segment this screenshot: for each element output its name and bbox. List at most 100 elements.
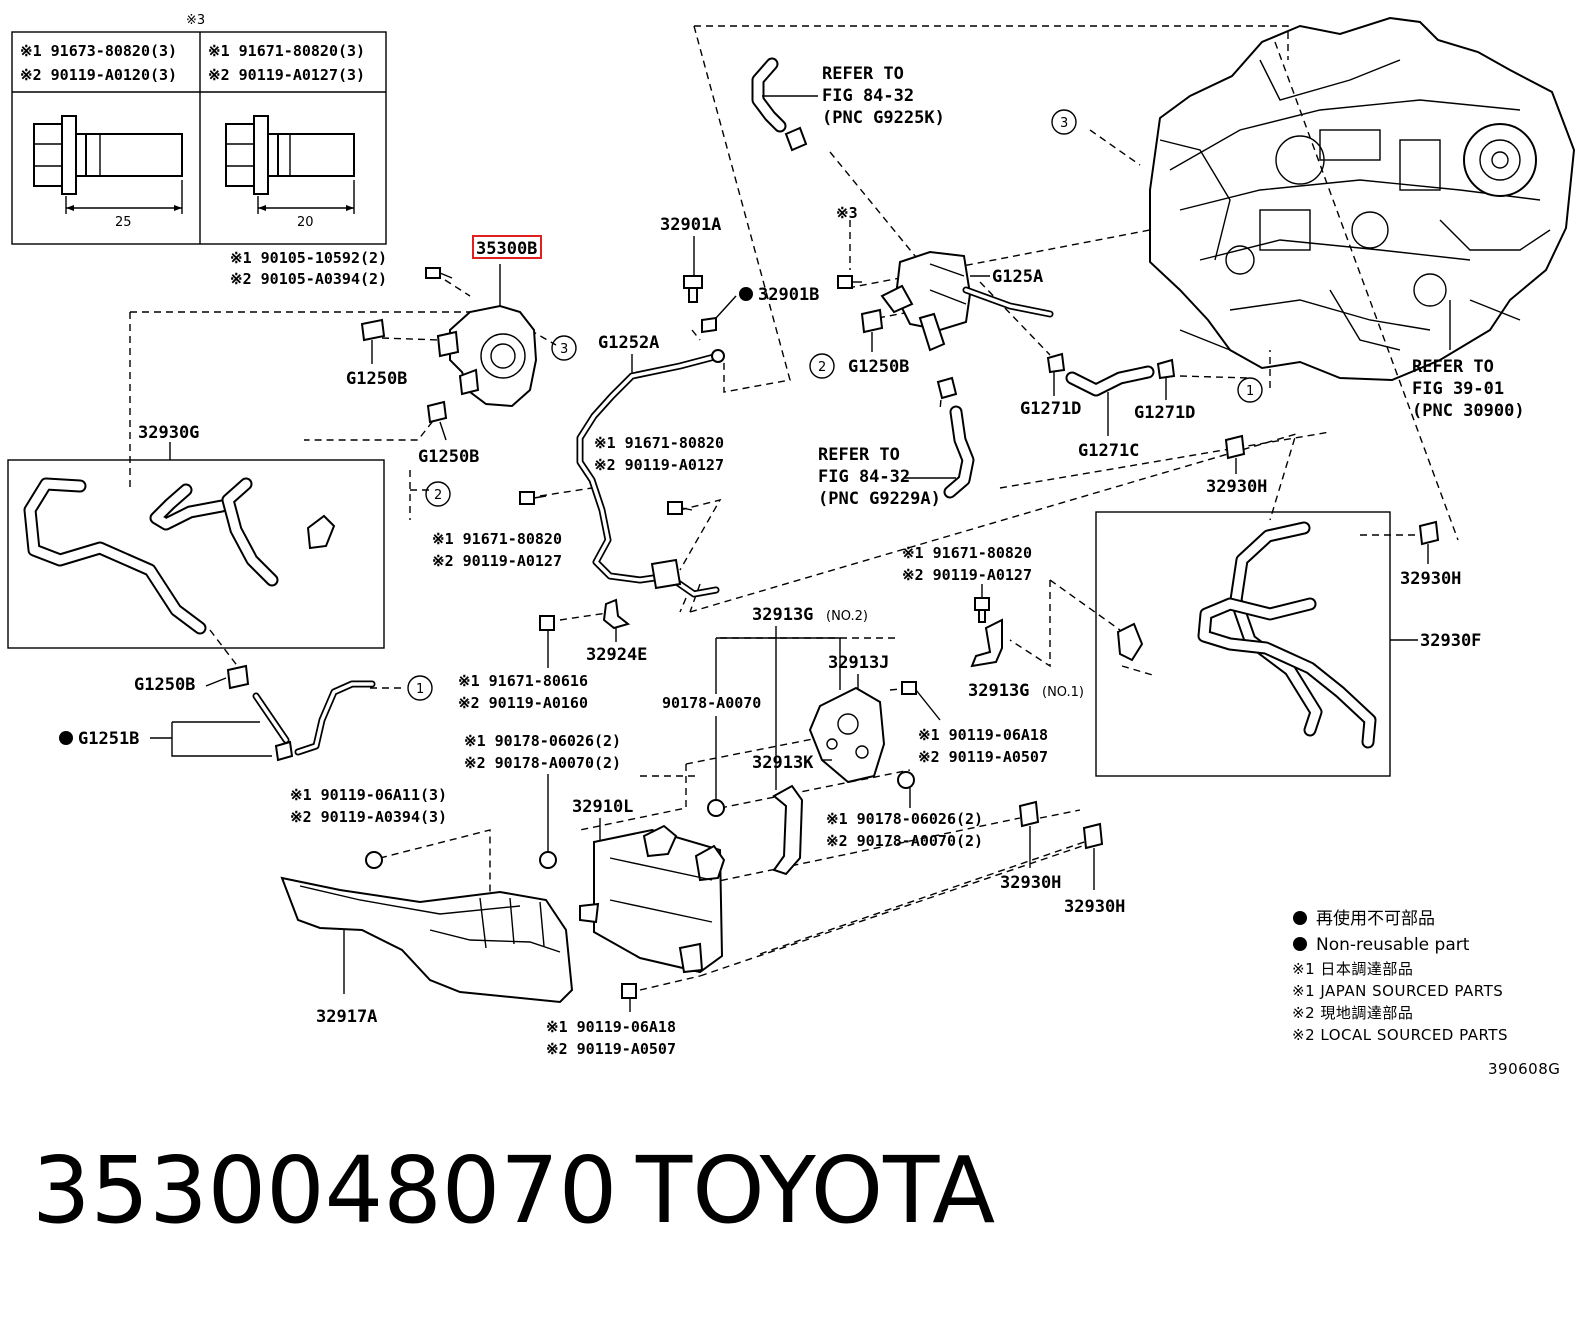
clip-g1250b-center: [860, 308, 884, 352]
table-left-length: 25: [115, 215, 132, 230]
label-pipe-bolt-l2: ※2 90119-A0127: [432, 552, 562, 570]
hose-g1251b: [252, 680, 376, 762]
callout-circle-2-center: 2: [809, 353, 835, 379]
nut-06026-right: [897, 771, 915, 808]
legend-japan-en: ※1 JAPAN SOURCED PARTS: [1292, 982, 1503, 1000]
label-g1250b-3: G1250B: [134, 675, 195, 695]
hose-32930f: [1116, 521, 1377, 749]
legend-nonreusable-jp: 再使用不可部品: [1316, 908, 1435, 929]
label-nut-06026-r1: ※1 90178-06026(2): [826, 810, 983, 828]
footer-part-number: 3530048070: [32, 1137, 617, 1244]
table-header-mark: ※3: [186, 13, 205, 28]
label-32901b: 32901B: [758, 285, 819, 305]
callout-circle-1-right: 1: [1237, 377, 1263, 403]
hose-ref-a: [751, 57, 818, 152]
label-32930g: 32930G: [138, 423, 199, 443]
callout-circle-2-left: 2: [425, 481, 451, 507]
ref-c-line1: REFER TO: [1412, 357, 1494, 377]
part-label-35300b: 35300B: [472, 235, 542, 259]
label-bolt-06a18-l2: ※2 90119-A0507: [546, 1040, 676, 1058]
clip-32930h-right: [1418, 520, 1440, 564]
table-left-line2: ※2 90119-A0120(3): [20, 66, 177, 84]
bolt-pipe-left: [519, 491, 547, 505]
label-32910l: 32910L: [572, 797, 633, 817]
label-32901a: 32901A: [660, 215, 721, 235]
label-no2: (NO.2): [826, 609, 868, 624]
label-nut-06026-r2: ※2 90178-A0070(2): [826, 832, 983, 850]
gasket-32901b: [701, 295, 737, 334]
legend-dot-jp: [1293, 911, 1307, 925]
svg-text:1: 1: [416, 682, 424, 697]
transaxle-assembly-illustration: [1149, 16, 1576, 382]
label-bolt-06a18-l1: ※1 90119-06A18: [546, 1018, 676, 1036]
label-32917a: 32917A: [316, 1007, 377, 1027]
label-pipe-bolt-r1: ※1 91671-80820: [594, 434, 724, 452]
nut-06026-left: [539, 774, 557, 869]
nut-06a11: [365, 851, 383, 869]
label-g1271d-1: G1271D: [1020, 399, 1081, 419]
label-g1271c: G1271C: [1078, 441, 1139, 461]
svg-text:1: 1: [1246, 384, 1254, 399]
ref-a-line2: FIG 84-32: [822, 86, 914, 106]
legend-local-jp: ※2 現地調達部品: [1292, 1004, 1413, 1022]
footer-brand: TOYOTA: [635, 1137, 995, 1244]
label-pipe-bolt-l1: ※1 91671-80820: [432, 530, 562, 548]
label-nut-06026-l2: ※2 90178-A0070(2): [464, 754, 621, 772]
ref-c-line2: FIG 39-01: [1412, 379, 1504, 399]
hose-group-32930f-frame: [1095, 511, 1391, 777]
label-32930h-3: 32930H: [1000, 873, 1061, 893]
ref-b-line3: (PNC G9229A): [818, 489, 941, 509]
label-35300b: 35300B: [476, 239, 537, 259]
bolt-32913g-no1: [974, 584, 990, 623]
bolt-25-icon: [33, 115, 183, 214]
callout-circle-1-left: 1: [407, 675, 433, 701]
label-32930h-4: 32930H: [1064, 897, 1125, 917]
label-32913k: 32913K: [752, 753, 814, 773]
label-32930h-2: 32930H: [1400, 569, 1461, 589]
svg-text:2: 2: [434, 488, 442, 503]
bolt-32924e: [539, 615, 555, 668]
hose-g1271c: [1046, 352, 1176, 397]
bolt-pipe-right: [667, 501, 693, 515]
clip-32930h-lower-a: [1018, 800, 1040, 868]
clip-g1250b-top: [360, 318, 386, 364]
coolant-inlet-g125a: [880, 250, 1054, 352]
label-g1251b: G1251B: [78, 729, 139, 749]
clip-32930h-top: [1224, 434, 1246, 474]
clip-g1250b-lower: [226, 664, 250, 690]
ref-a-line3: (PNC G9225K): [822, 108, 945, 128]
label-g1250b-2: G1250B: [418, 447, 479, 467]
table-frame: [11, 31, 387, 245]
table-right-line1: ※1 91671-80820(3): [208, 42, 365, 60]
hose-32930g: [23, 477, 336, 635]
label-pump-bolt-1: ※1 90105-10592(2): [230, 249, 387, 267]
highlight-box: [472, 235, 542, 259]
clamp-32924e: [602, 598, 631, 642]
label-bolt-06a11-1: ※1 90119-06A11(3): [290, 786, 447, 804]
label-bolt-06a18-u2: ※2 90119-A0507: [918, 748, 1048, 766]
label-32930h-1: 32930H: [1206, 477, 1267, 497]
label-pipe-bolt-r2: ※2 90119-A0127: [594, 456, 724, 474]
leader-32913g-no2: [716, 637, 841, 690]
label-g1271d-2: G1271D: [1134, 403, 1195, 423]
hose-ref-b: [936, 376, 975, 499]
leader-lines: [129, 25, 1459, 991]
bolt-32901a: [683, 275, 703, 303]
table-right-length: 20: [297, 215, 314, 230]
pipe-g1252a: [576, 349, 725, 598]
label-32913g-no1: 32913G: [968, 681, 1029, 701]
label-bolt-06a11-2: ※2 90119-A0394(3): [290, 808, 447, 826]
ref-b-line2: FIG 84-32: [818, 467, 910, 487]
clip-g1250b-mid: [426, 400, 448, 441]
mark-3-center: ※3: [836, 204, 858, 222]
bolt-06a18-lower: [621, 983, 637, 1012]
cooler-32910l: [579, 824, 726, 974]
label-bolt-80616-1: ※1 91671-80616: [458, 672, 588, 690]
label-no1: (NO.1): [1042, 685, 1084, 700]
bracket-32913g-no1: [970, 618, 1003, 668]
label-bracket-bolt-1: ※1 91671-80820: [902, 544, 1032, 562]
ref-c-line3: (PNC 30900): [1412, 401, 1525, 421]
pump-bolt: [425, 267, 453, 279]
